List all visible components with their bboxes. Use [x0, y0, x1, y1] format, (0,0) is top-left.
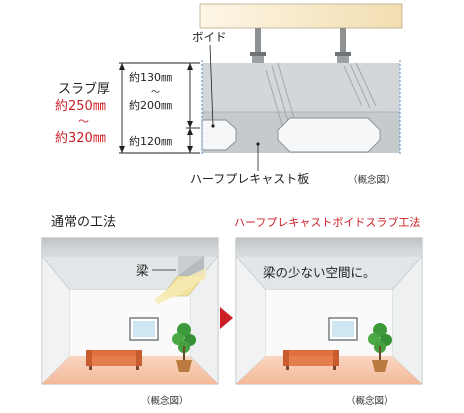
- upper-ceiling-panel: [199, 3, 403, 29]
- transition-arrow-icon: [220, 307, 233, 329]
- halfpc-method-title: ハーフプレキャストボイドスラブ工法: [234, 215, 420, 229]
- upper-thickness-a: 約130㎜: [129, 70, 172, 84]
- sofa-icon: [283, 350, 339, 370]
- conventional-method-title: 通常の工法: [51, 215, 116, 230]
- dim-arrow: [119, 63, 125, 70]
- dim-arrow: [187, 146, 193, 153]
- room-conventional: [41, 237, 219, 385]
- precast-leader-dot: [256, 142, 260, 146]
- slab-thickness-max: 約320㎜: [55, 131, 106, 146]
- lower-thickness: 約120㎜: [129, 134, 172, 148]
- upper-thickness-b: 約200㎜: [129, 98, 172, 112]
- slab-thickness-min: 約250㎜: [55, 99, 106, 114]
- void-right: [277, 117, 381, 153]
- dim-arrow: [187, 121, 193, 128]
- plant-icon: [172, 323, 196, 372]
- halfpc-caption: 梁の少ない空間に。: [263, 265, 376, 280]
- dimension-lines: [119, 62, 200, 154]
- slab-thickness-label: スラブ厚: [58, 81, 110, 97]
- sofa-icon: [86, 350, 142, 370]
- dim-arrow: [119, 146, 125, 153]
- slab-thickness-tilde: ～: [78, 115, 89, 128]
- void-leader-line: [209, 44, 214, 127]
- window-icon: [129, 317, 159, 341]
- precast-board-label: ハーフプレキャスト板: [190, 172, 309, 186]
- plant-icon: [368, 323, 392, 372]
- void-leader-dot: [211, 124, 215, 128]
- dim-arrow: [187, 63, 193, 70]
- hanger-bolt-right: [335, 28, 351, 63]
- beam-label: 梁: [136, 263, 149, 278]
- void-label: ボイド: [192, 30, 227, 44]
- void-left: [201, 119, 237, 151]
- window-icon: [328, 317, 358, 341]
- hanger-bolt-left: [250, 28, 266, 63]
- concept-note-left: （概念図）: [141, 395, 189, 407]
- dim-arrow: [187, 128, 193, 135]
- concept-note-top: （概念図）: [348, 174, 396, 186]
- concept-note-right: （概念図）: [346, 395, 394, 407]
- upper-thickness-tilde: ～: [151, 88, 160, 98]
